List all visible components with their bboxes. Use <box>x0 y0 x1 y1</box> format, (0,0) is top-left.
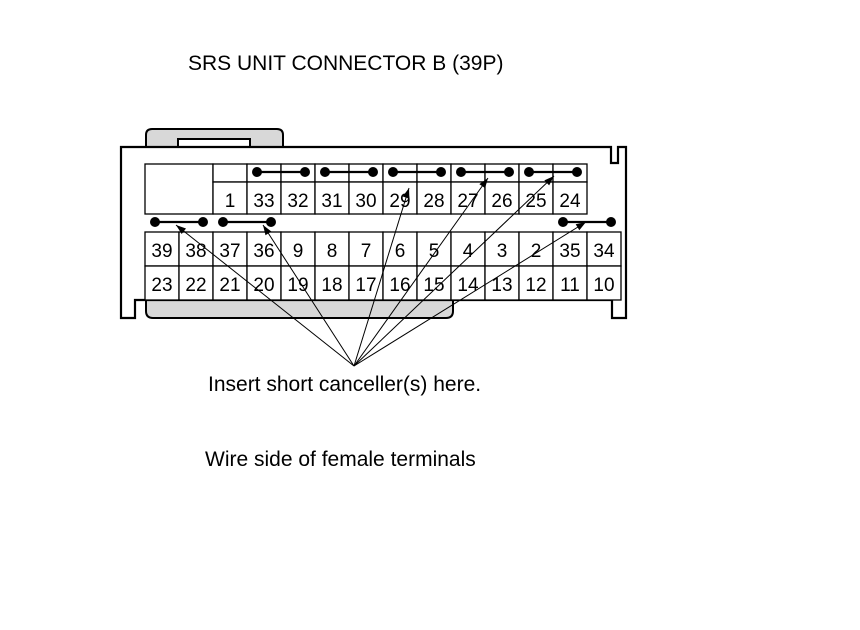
terminal-7: 7 <box>348 231 384 267</box>
terminal-34: 34 <box>586 231 622 267</box>
terminal-label: 35 <box>559 241 580 262</box>
terminal-label: 27 <box>457 191 478 212</box>
terminal-39: 39 <box>144 231 180 267</box>
leader-line <box>353 175 555 367</box>
terminal-label: 3 <box>497 241 508 262</box>
terminal-label: 24 <box>559 191 581 212</box>
terminal-23: 23 <box>144 265 180 301</box>
terminal-label: 34 <box>593 241 615 262</box>
leader-arrowhead <box>575 222 586 231</box>
terminal-label: 22 <box>185 275 206 296</box>
leader-arrowhead <box>176 225 187 234</box>
terminal-1: 1 <box>212 163 248 215</box>
leader-lines <box>175 175 587 367</box>
terminal-label: 5 <box>429 241 440 262</box>
terminal-15: 15 <box>416 265 452 301</box>
terminal-label: 38 <box>185 241 206 262</box>
terminal-label: 36 <box>253 241 274 262</box>
terminal-label: 6 <box>395 241 406 262</box>
terminal-6: 6 <box>382 231 418 267</box>
terminal-label: 39 <box>151 241 172 262</box>
terminal-label: 7 <box>361 241 372 262</box>
terminal-label: 8 <box>327 241 338 262</box>
bottom-latch <box>145 299 454 319</box>
terminal-27: 27 <box>450 163 486 215</box>
terminal-label: 37 <box>219 241 240 262</box>
terminal-3: 3 <box>484 231 520 267</box>
terminal-label: 12 <box>525 275 546 296</box>
short-canceller-27-26 <box>456 167 514 177</box>
short-canceller-39-38 <box>150 217 208 227</box>
terminal-label: 33 <box>253 191 274 212</box>
leader-arrowhead <box>544 176 554 186</box>
terminal-8: 8 <box>314 231 350 267</box>
short-canceller-29-28 <box>388 167 446 177</box>
leader-line <box>262 224 355 367</box>
short-cancellers <box>150 167 616 227</box>
short-canceller-37-36 <box>218 217 276 227</box>
terminal-22: 22 <box>178 265 214 301</box>
terminal-label: 19 <box>287 275 308 296</box>
short-canceller-31-30 <box>320 167 378 177</box>
leader-line <box>353 221 587 367</box>
terminal-label: 2 <box>531 241 542 262</box>
short-canceller-33-32 <box>252 167 310 177</box>
terminal-17: 17 <box>348 265 384 301</box>
terminal-label: 18 <box>321 275 342 296</box>
terminal-label: 20 <box>253 275 274 296</box>
terminal-18: 18 <box>314 265 350 301</box>
terminal-label: 23 <box>151 275 172 296</box>
leader-arrowhead <box>479 178 488 189</box>
terminal-label: 10 <box>593 275 614 296</box>
terminal-label: 21 <box>219 275 240 296</box>
terminal-label: 13 <box>491 275 512 296</box>
terminal-label: 15 <box>423 275 444 296</box>
short-canceller-25-24 <box>524 167 582 177</box>
terminal-label: 9 <box>293 241 304 262</box>
terminal-label: 28 <box>423 191 444 212</box>
terminal-13: 13 <box>484 265 520 301</box>
terminal-label: 31 <box>321 191 342 212</box>
leader-line <box>175 224 355 367</box>
terminal-label: 17 <box>355 275 376 296</box>
short-canceller-callout: Insert short canceller(s) here. <box>208 373 481 396</box>
terminal-26: 26 <box>484 163 520 215</box>
terminal-label: 11 <box>560 275 580 296</box>
blank-cavity <box>144 163 214 215</box>
terminal-21: 21 <box>212 265 248 301</box>
leader-arrowhead <box>402 188 410 199</box>
terminal-label: 1 <box>225 191 236 212</box>
terminal-11: 11 <box>552 265 588 301</box>
terminal-label: 32 <box>287 191 308 212</box>
terminal-label: 26 <box>491 191 512 212</box>
terminal-4: 4 <box>450 231 486 267</box>
terminal-label: 25 <box>525 191 546 212</box>
terminal-35: 35 <box>552 231 588 267</box>
short-canceller-35-34 <box>558 217 616 227</box>
terminal-38: 38 <box>178 231 214 267</box>
diagram-title: SRS UNIT CONNECTOR B (39P) <box>188 52 503 75</box>
leader-arrowhead <box>263 225 272 236</box>
terminal-36: 36 <box>246 231 282 267</box>
terminal-label: 4 <box>463 241 474 262</box>
terminal-label: 30 <box>355 191 376 212</box>
leader-line <box>353 187 410 367</box>
terminal-37: 37 <box>212 231 248 267</box>
terminal-12: 12 <box>518 265 554 301</box>
terminal-label: 14 <box>457 275 479 296</box>
leader-line <box>353 177 489 367</box>
terminal-label: 16 <box>389 275 410 296</box>
terminal-10: 10 <box>586 265 622 301</box>
terminal-25: 25 <box>518 163 554 215</box>
terminal-16: 16 <box>382 265 418 301</box>
view-label: Wire side of female terminals <box>205 448 476 471</box>
terminal-19: 19 <box>280 265 316 301</box>
terminal-14: 14 <box>450 265 486 301</box>
